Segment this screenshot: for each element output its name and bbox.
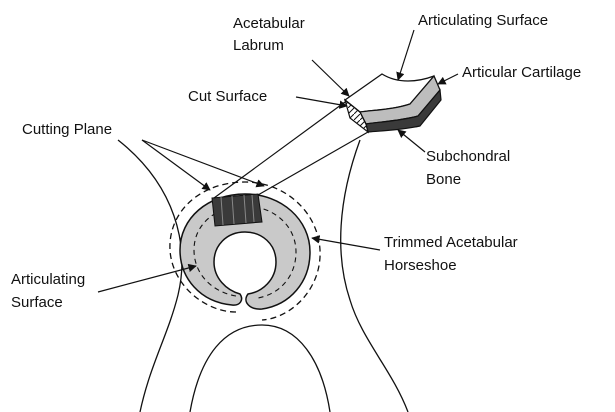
pelvis-outline-left bbox=[118, 140, 182, 412]
label-subchondral-1: Subchondral bbox=[426, 148, 510, 165]
arrow-articulating-surface-top bbox=[398, 30, 414, 80]
label-articulating-surface-top: Articulating Surface bbox=[418, 12, 548, 29]
projection-line-left bbox=[214, 102, 345, 198]
arrow-acetabular-labrum bbox=[312, 60, 349, 96]
label-articular-cartilage: Articular Cartilage bbox=[462, 64, 581, 81]
pelvis-outline-right bbox=[341, 140, 408, 412]
label-trimmed-horseshoe-2: Horseshoe bbox=[384, 257, 457, 274]
label-cut-surface: Cut Surface bbox=[188, 88, 267, 105]
femoral-head-outline bbox=[190, 325, 330, 412]
arrow-cut-surface bbox=[296, 97, 347, 106]
arrow-cutting-plane-right bbox=[142, 140, 264, 186]
label-articulating-surface-left-1: Articulating bbox=[11, 271, 85, 288]
label-acetabular-labrum-2: Labrum bbox=[233, 37, 284, 54]
label-trimmed-horseshoe-1: Trimmed Acetabular bbox=[384, 234, 518, 251]
cut-section-block bbox=[212, 194, 262, 226]
label-acetabular-labrum-1: Acetabular bbox=[233, 15, 305, 32]
projection-line-right bbox=[258, 132, 368, 195]
label-cutting-plane: Cutting Plane bbox=[22, 121, 112, 138]
arrow-subchondral-bone bbox=[398, 130, 425, 152]
label-articulating-surface-left-2: Surface bbox=[11, 294, 63, 311]
arrow-cutting-plane-left bbox=[142, 140, 210, 190]
label-subchondral-2: Bone bbox=[426, 171, 461, 188]
arrow-trimmed-horseshoe bbox=[312, 238, 380, 250]
arrow-articular-cartilage bbox=[438, 74, 458, 84]
